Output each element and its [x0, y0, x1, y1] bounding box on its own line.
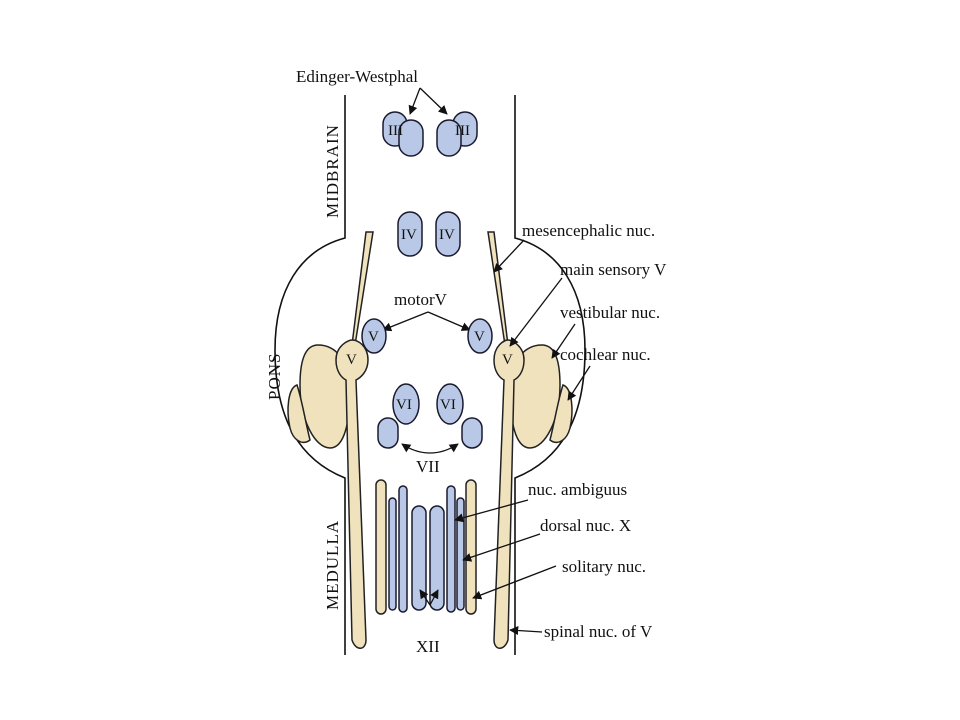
arrow-edinger-westphal-right [419, 87, 448, 115]
arrow-solitary [472, 565, 557, 600]
arrow-main-sensory [509, 277, 563, 347]
label-mesencephalic: mesencephalic nuc. [522, 221, 655, 240]
cochlear-nucleus-right [549, 384, 573, 444]
nucleus-iii-left-label: III [388, 123, 403, 139]
arrow-dorsal-x [462, 533, 541, 562]
label-motor-v: motorV [394, 290, 448, 309]
arrow-edinger-westphal-left [408, 87, 421, 115]
nucleus-vii-left [377, 417, 399, 449]
arrow-xii-right [429, 589, 439, 606]
nucleus-v-motor-right-label: V [474, 329, 485, 345]
label-ambiguus: nuc. ambiguus [528, 480, 627, 499]
nucleus-iv-left: IV [397, 211, 423, 257]
label-xii: XII [416, 637, 440, 656]
nucleus-vi-right: VI [436, 383, 464, 425]
nucleus-vii-right [461, 417, 483, 449]
brainstem-outline [274, 95, 586, 655]
label-main-sensory: main sensory V [560, 260, 667, 279]
region-label-pons: PONS [265, 353, 284, 400]
nucleus-iii-left: III [382, 111, 424, 157]
label-edinger-westphal: Edinger-Westphal [296, 67, 418, 86]
region-label-midbrain: MIDBRAIN [323, 124, 342, 218]
medulla-nuclei [375, 479, 477, 615]
arrow-vii [401, 443, 459, 454]
nucleus-vi-right-label: VI [440, 397, 456, 413]
label-vestibular: vestibular nuc. [560, 303, 660, 322]
label-vii: VII [416, 457, 440, 476]
nucleus-iii-right: III [436, 111, 478, 157]
trigeminal-column-right: V [487, 231, 525, 649]
nucleus-iii-right-label: III [455, 123, 470, 139]
nucleus-iv-right: IV [435, 211, 461, 257]
label-cochlear: cochlear nuc. [560, 345, 651, 364]
arrow-xii-left [419, 589, 431, 606]
label-dorsal-x: dorsal nuc. X [540, 516, 631, 535]
nucleus-v-sensory-right-label: V [502, 352, 513, 368]
label-solitary: solitary nuc. [562, 557, 646, 576]
nucleus-v-motor-left-label: V [368, 329, 379, 345]
arrow-cochlear [567, 365, 591, 401]
label-spinal-v: spinal nuc. of V [544, 622, 653, 641]
arrow-spinal-v [509, 625, 543, 636]
nucleus-v-sensory-left-label: V [346, 352, 357, 368]
nucleus-v-motor-left: V [361, 318, 387, 354]
cochlear-nucleus-left [287, 384, 311, 444]
nucleus-iv-left-label: IV [401, 227, 417, 243]
trigeminal-column-left: V [335, 231, 374, 649]
nucleus-vi-left: VI [392, 383, 420, 425]
nucleus-vi-left-label: VI [396, 397, 412, 413]
arrow-motor-v-left [382, 311, 429, 332]
nucleus-v-motor-right: V [467, 318, 493, 354]
arrow-mesencephalic [493, 239, 525, 273]
arrow-motor-v-right [427, 311, 471, 331]
nucleus-iv-right-label: IV [439, 227, 455, 243]
region-label-medulla: MEDULLA [323, 520, 342, 610]
arrow-ambiguus [454, 499, 529, 523]
arrow-vestibular [551, 323, 576, 359]
